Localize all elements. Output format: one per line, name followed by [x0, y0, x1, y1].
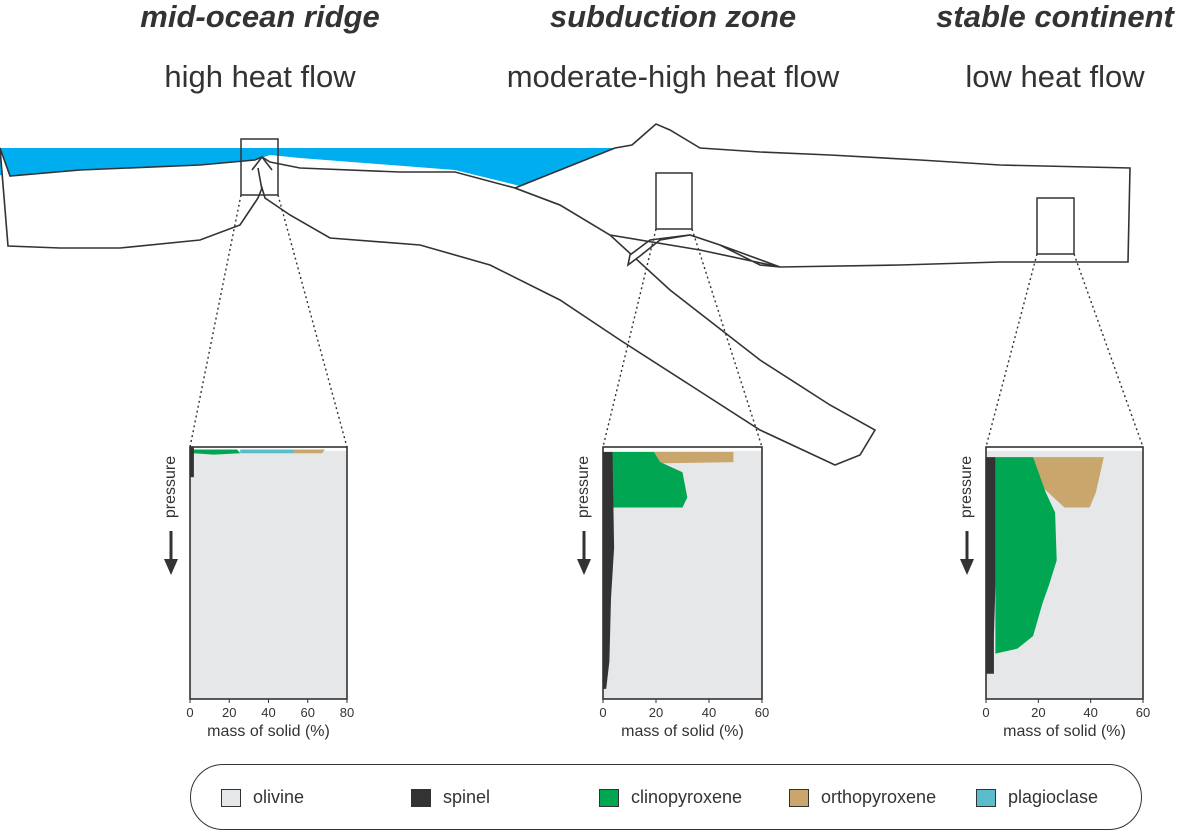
legend-item-plagioclase: plagioclase: [976, 787, 1098, 808]
plot-frame: [985, 446, 1144, 700]
olivine-region: [190, 447, 347, 699]
spinel-region: [603, 452, 615, 689]
heat-flow-label: moderate-high heat flow: [506, 59, 840, 94]
top-strip: [986, 447, 1143, 451]
x-tick-label: 60: [755, 705, 769, 720]
x-tick-label: 20: [649, 705, 663, 720]
orthopyroxene-region: [642, 452, 734, 464]
spinel-swatch: [411, 788, 431, 807]
legend-item-olivine: olivine: [221, 787, 304, 808]
legend-item-clinopyroxene: clinopyroxene: [599, 787, 742, 808]
top-strip: [603, 447, 762, 451]
continental-plate: [512, 123, 1131, 268]
clinopyroxene-region: [995, 457, 1057, 654]
clinopyroxene-region: [612, 452, 688, 508]
x-tick-label: 40: [261, 705, 275, 720]
x-tick-label: 20: [1031, 705, 1045, 720]
x-axis-label: mass of solid (%): [1003, 723, 1126, 740]
plot-frame: [602, 446, 763, 700]
orthopyroxene-region: [1033, 457, 1104, 508]
setting-stable-continent: stable continent low heat flow: [890, 0, 1200, 94]
y-axis-label: pressure: [162, 456, 179, 518]
x-tick-label: 40: [702, 705, 716, 720]
olivine-swatch: [221, 788, 241, 807]
x-axis-label: mass of solid (%): [621, 723, 744, 740]
x-tick-label: 60: [301, 705, 315, 720]
legend-item-orthopyroxene: orthopyroxene: [789, 787, 936, 808]
clinopyroxene-region: [193, 449, 241, 455]
x-tick-label: 0: [186, 705, 193, 720]
clinopyroxene-swatch: [599, 788, 619, 807]
x-axis-label: mass of solid (%): [207, 723, 330, 740]
phase-chart-subduction-zone: 0 20 40 60 mass of solid (%) pressure: [575, 446, 769, 740]
setting-subduction-zone: subduction zone moderate-high heat flow: [507, 0, 840, 94]
zoom-box-subduction: [655, 172, 693, 230]
zoom-box-ridge: [240, 138, 279, 196]
legend-label: clinopyroxene: [631, 787, 743, 807]
setting-mid-ocean-ridge: mid-ocean ridge high heat flow: [95, 0, 425, 94]
legend-label: orthopyroxene: [821, 787, 937, 807]
ocean-water: [0, 148, 615, 186]
x-tick-label: 0: [599, 705, 606, 720]
legend-label: spinel: [443, 787, 491, 807]
orthopyroxene-region: [293, 449, 325, 454]
x-tick-label: 80: [340, 705, 354, 720]
heat-flow-label: high heat flow: [164, 59, 356, 94]
pressure-arrow-head: [960, 559, 974, 575]
oceanic-plate: [0, 147, 877, 466]
pressure-arrow-head: [577, 559, 591, 575]
spinel-region: [190, 447, 194, 478]
heat-flow-label: low heat flow: [965, 59, 1145, 94]
ridge-crest: [251, 155, 273, 191]
legend: olivine spinel clinopyroxene orthopyroxe…: [190, 764, 1142, 830]
x-tick-label: 20: [222, 705, 236, 720]
setting-title: mid-ocean ridge: [140, 0, 380, 34]
zoom-box-continent: [1036, 197, 1075, 255]
pressure-arrow-head: [164, 559, 178, 575]
x-tick-label: 0: [982, 705, 989, 720]
phase-chart-mid-ocean-ridge: 0 20 40 60 80 mass of solid (%) pressure: [162, 446, 354, 740]
setting-title: stable continent: [936, 0, 1174, 34]
legend-label: olivine: [253, 787, 305, 807]
phase-chart-stable-continent: 0 20 40 60 mass of solid (%) pressure: [958, 446, 1150, 740]
orthopyroxene-swatch: [789, 788, 809, 807]
spinel-region: [986, 457, 996, 674]
y-axis-label: pressure: [958, 456, 975, 518]
plagioclase-region: [240, 449, 294, 454]
y-axis-label: pressure: [575, 456, 592, 518]
plagioclase-swatch: [976, 788, 996, 807]
legend-item-spinel: spinel: [411, 787, 490, 808]
x-tick-label: 40: [1083, 705, 1097, 720]
legend-label: plagioclase: [1008, 787, 1099, 807]
setting-title: subduction zone: [549, 0, 797, 34]
top-strip: [190, 447, 347, 451]
zoom-connectors: [189, 194, 1144, 448]
x-tick-label: 60: [1136, 705, 1150, 720]
